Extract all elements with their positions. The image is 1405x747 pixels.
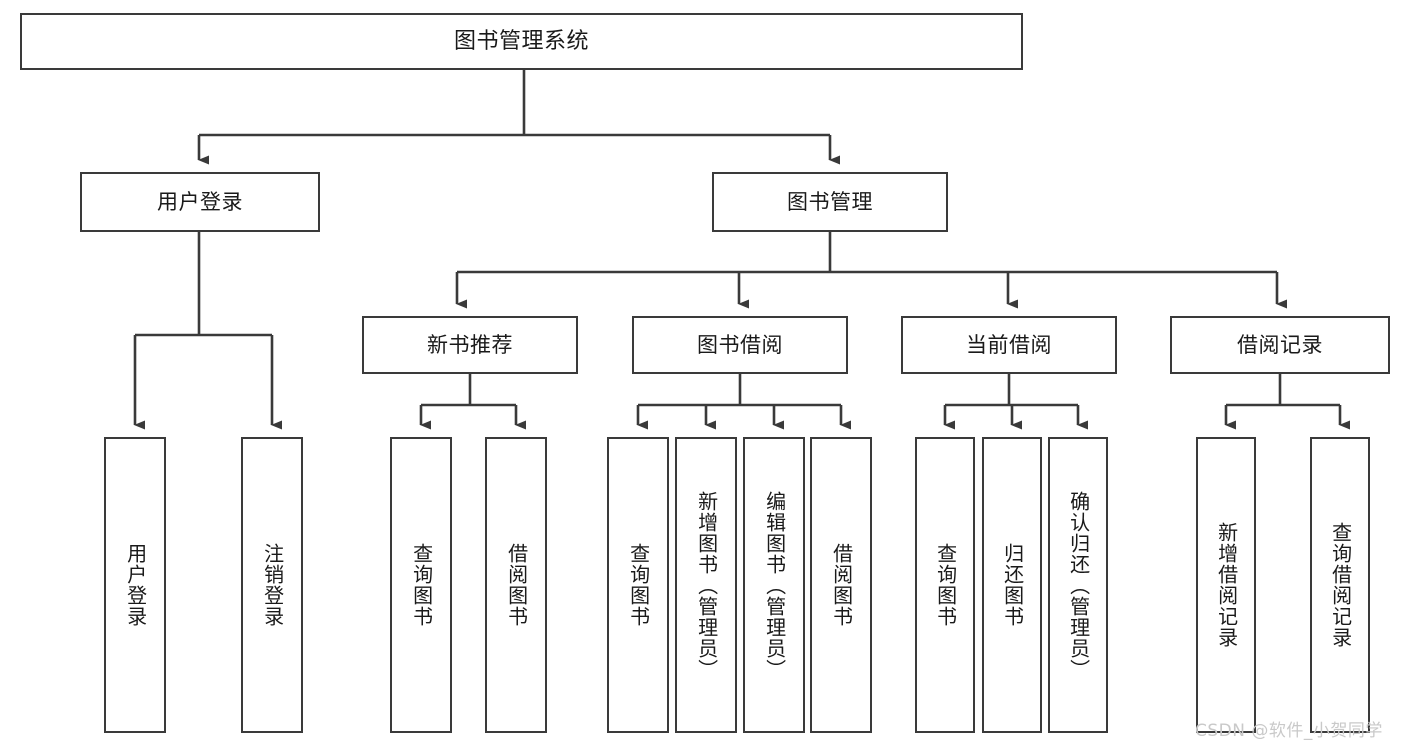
node-leaf-add-record: 新增借阅记录 [1196, 437, 1256, 733]
node-label: 新增借阅记录 [1214, 522, 1239, 648]
node-label: 新书推荐 [427, 332, 513, 357]
node-label: 图书管理系统 [453, 28, 589, 54]
node-label: 图书管理 [787, 189, 873, 214]
node-label: 查询图书 [933, 543, 958, 627]
node-label: 查询借阅记录 [1328, 522, 1353, 648]
node-new-book-recommend: 新书推荐 [362, 316, 578, 374]
node-leaf-return-book: 归还图书 [982, 437, 1042, 733]
node-leaf-query-record: 查询借阅记录 [1310, 437, 1370, 733]
node-leaf-borrow-book: 借阅图书 [810, 437, 872, 733]
node-leaf-query-book-rec: 查询图书 [390, 437, 452, 733]
node-label: 确认归还（管理员） [1066, 490, 1091, 680]
node-leaf-borrow-book-rec: 借阅图书 [485, 437, 547, 733]
node-leaf-edit-book: 编辑图书（管理员） [743, 437, 805, 733]
node-label: 查询图书 [409, 543, 434, 627]
node-label: 查询图书 [626, 543, 651, 627]
node-leaf-add-book: 新增图书（管理员） [675, 437, 737, 733]
node-label: 新增图书（管理员） [694, 490, 719, 680]
node-current-borrow: 当前借阅 [901, 316, 1117, 374]
node-book-manage: 图书管理 [712, 172, 948, 232]
csdn-watermark: CSDN @软件_小贺同学 [1195, 721, 1383, 741]
node-leaf-confirm-return: 确认归还（管理员） [1048, 437, 1108, 733]
node-root: 图书管理系统 [20, 13, 1023, 70]
node-label: 借阅记录 [1237, 332, 1323, 357]
node-label: 编辑图书（管理员） [762, 490, 787, 680]
node-label: 借阅图书 [829, 543, 854, 627]
node-leaf-user-login: 用户登录 [104, 437, 166, 733]
node-label: 图书借阅 [697, 332, 783, 357]
node-label: 用户登录 [123, 543, 148, 627]
node-label: 归还图书 [1000, 543, 1025, 627]
node-book-borrow: 图书借阅 [632, 316, 848, 374]
node-label: 注销登录 [260, 543, 285, 627]
node-label: 用户登录 [157, 189, 243, 214]
node-leaf-query-book-borrow: 查询图书 [607, 437, 669, 733]
node-label: 当前借阅 [966, 332, 1052, 357]
node-user-login: 用户登录 [80, 172, 320, 232]
node-leaf-query-book-cur: 查询图书 [915, 437, 975, 733]
node-borrow-record: 借阅记录 [1170, 316, 1390, 374]
node-leaf-logout: 注销登录 [241, 437, 303, 733]
node-label: 借阅图书 [504, 543, 529, 627]
